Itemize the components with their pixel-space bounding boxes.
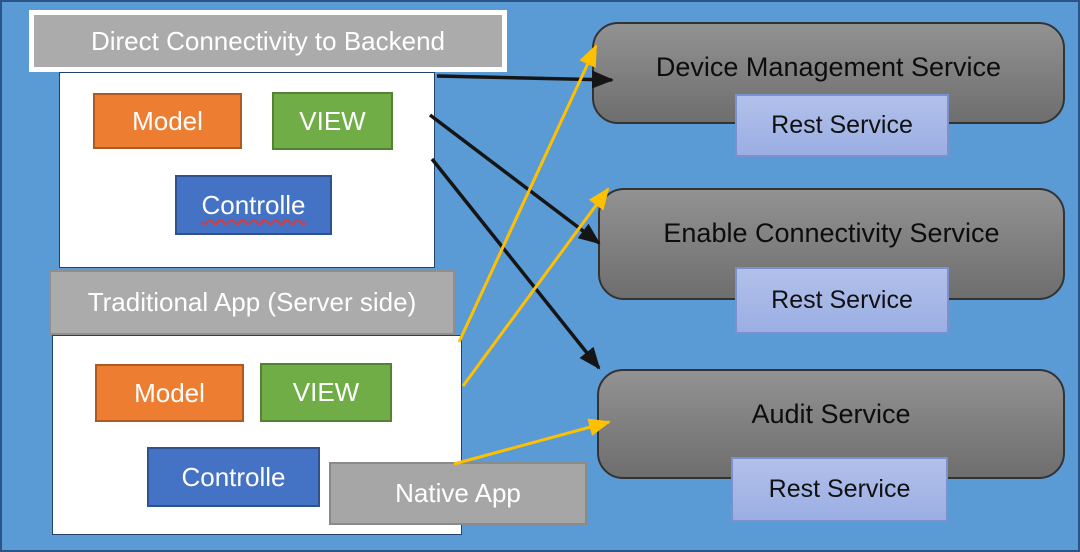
model-box-top: Model xyxy=(93,93,242,149)
rest-service-box-1: Rest Service xyxy=(735,94,949,157)
controller-box-top: Controlle xyxy=(175,175,332,235)
controller-box-bottom: Controlle xyxy=(147,447,320,507)
controller-label-top: Controlle xyxy=(201,189,306,220)
native-app-box: Native App xyxy=(329,462,587,525)
model-label-bottom: Model xyxy=(134,377,205,408)
controller-label-bottom: Controlle xyxy=(181,461,286,492)
enable-connectivity-service-box: Enable Connectivity Service xyxy=(598,188,1065,300)
model-label-top: Model xyxy=(132,105,203,136)
rest-service-label-3: Rest Service xyxy=(768,475,911,503)
native-app-label: Native App xyxy=(395,478,521,508)
view-box-bottom: VIEW xyxy=(260,363,392,422)
rest-service-label-1: Rest Service xyxy=(771,111,913,139)
arrow-direct-to-enable-service xyxy=(428,113,601,245)
device-management-service-label: Device Management Service xyxy=(655,52,1002,82)
view-box-top: VIEW xyxy=(272,92,393,150)
view-label-top: VIEW xyxy=(299,105,366,136)
direct-connectivity-label: Direct Connectivity to Backend xyxy=(90,25,446,56)
arrow-traditional-to-enable-service xyxy=(461,187,610,387)
model-box-bottom: Model xyxy=(95,364,244,422)
traditional-app-label: Traditional App (Server side) xyxy=(87,287,417,317)
rest-service-box-3: Rest Service xyxy=(731,457,948,522)
rest-service-label-2: Rest Service xyxy=(771,286,913,314)
arrow-native-to-audit-service xyxy=(453,418,611,466)
view-label-bottom: VIEW xyxy=(292,377,360,407)
audit-service-label: Audit Service xyxy=(751,399,911,429)
rest-service-box-2: Rest Service xyxy=(735,267,949,334)
enable-connectivity-service-label: Enable Connectivity Service xyxy=(663,218,1000,248)
arrow-direct-to-device-service xyxy=(436,70,614,89)
arrow-traditional-to-device-service xyxy=(457,44,598,343)
direct-connectivity-header: Direct Connectivity to Backend xyxy=(29,10,507,72)
traditional-app-header: Traditional App (Server side) xyxy=(49,270,455,335)
